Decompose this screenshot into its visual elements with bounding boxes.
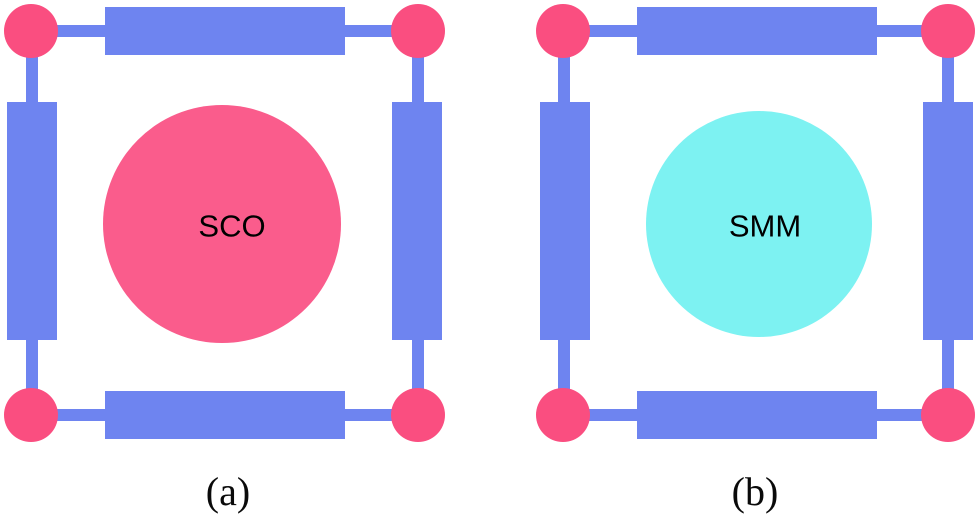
panel-a-linker-right bbox=[392, 102, 442, 340]
panel-a-linker-left bbox=[7, 102, 57, 340]
panel-a-connector-bottom-linker-to-bottom-right bbox=[340, 409, 398, 421]
panel-b-connectors bbox=[558, 25, 954, 421]
panel-b-linker-right bbox=[923, 102, 973, 340]
panel-b-connector-bottom-left-to-bottom-linker bbox=[584, 409, 642, 421]
panel-b-caption: (b) bbox=[732, 469, 779, 514]
panel-a-caption: (a) bbox=[206, 469, 250, 514]
panel-b-connector-right-linker-to-bottom-right bbox=[942, 334, 954, 390]
panel-a-node-top-right bbox=[391, 4, 445, 58]
panel-b-linker-top bbox=[637, 7, 877, 55]
panel-b-connector-top-linker-to-top-right bbox=[872, 25, 930, 37]
panel-b-corner-nodes bbox=[536, 4, 975, 442]
panel-a-linker-top bbox=[105, 7, 345, 55]
panel-b-linker-left bbox=[540, 102, 590, 340]
panel-a-node-bottom-right bbox=[391, 388, 445, 442]
panel-a-connector-top-linker-to-top-right bbox=[340, 25, 398, 37]
panel-a-core-circle bbox=[103, 105, 341, 343]
panel-b-connector-left-linker-to-bottom-left bbox=[558, 334, 570, 390]
panel-a: SCO (a) bbox=[4, 4, 445, 514]
panel-a-node-top-left bbox=[4, 4, 58, 58]
panel-b-core-label: SMM bbox=[729, 209, 801, 244]
panel-a-core-label: SCO bbox=[198, 209, 265, 244]
panel-a-connector-top-right-to-right-linker bbox=[412, 52, 424, 108]
panel-a-corner-nodes bbox=[4, 4, 445, 442]
panel-b: SMM (b) bbox=[536, 4, 975, 514]
panel-b-connector-top-left-to-top-linker bbox=[584, 25, 642, 37]
panel-b-connector-top-right-to-right-linker bbox=[942, 52, 954, 108]
panel-b-node-bottom-left bbox=[536, 388, 590, 442]
panel-a-connectors bbox=[26, 25, 424, 421]
panel-a-connector-top-left-to-left-linker bbox=[26, 52, 38, 108]
panel-b-connector-top-left-to-left-linker bbox=[558, 52, 570, 108]
panel-a-node-bottom-left bbox=[4, 388, 58, 442]
panel-b-linkers bbox=[540, 7, 973, 439]
panel-a-connector-left-linker-to-bottom-left bbox=[26, 334, 38, 390]
panel-b-core-circle bbox=[646, 111, 872, 337]
panel-b-linker-bottom bbox=[637, 391, 877, 439]
panel-a-connector-right-linker-to-bottom-right bbox=[412, 334, 424, 390]
panel-a-linkers bbox=[7, 7, 442, 439]
panel-b-connector-bottom-linker-to-bottom-right bbox=[872, 409, 930, 421]
panel-a-connector-bottom-left-to-bottom-linker bbox=[52, 409, 110, 421]
panel-b-node-bottom-right bbox=[921, 388, 975, 442]
panel-b-node-top-left bbox=[536, 4, 590, 58]
panel-a-linker-bottom bbox=[105, 391, 345, 439]
panel-b-node-top-right bbox=[921, 4, 975, 58]
panel-a-connector-top-left-to-top-linker bbox=[52, 25, 110, 37]
